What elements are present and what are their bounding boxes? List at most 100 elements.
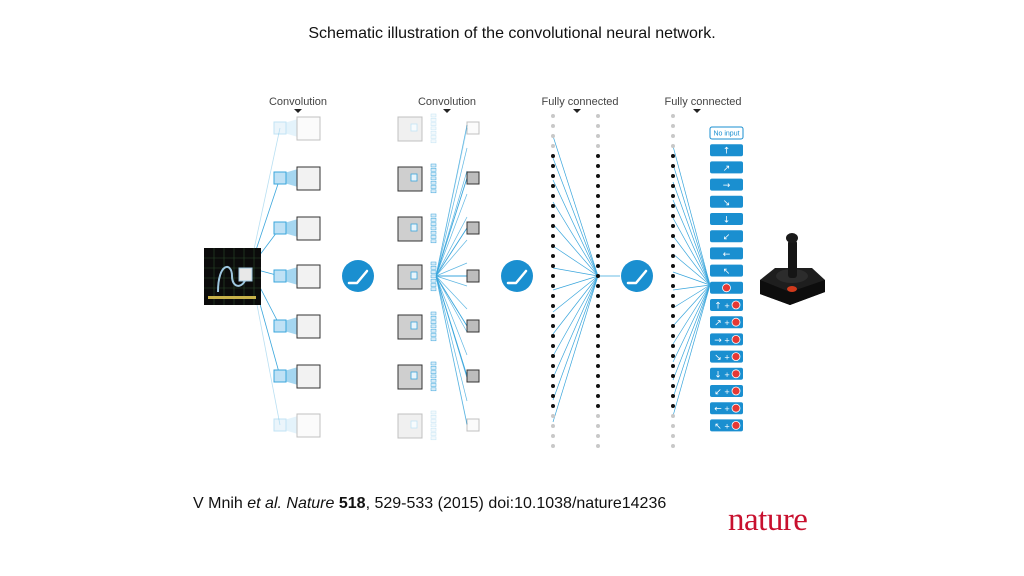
connection-line	[249, 127, 281, 269]
filter-stack	[430, 239, 437, 244]
neuron	[671, 204, 675, 208]
chevron-down-icon	[294, 109, 302, 113]
neuron	[671, 394, 675, 398]
neuron	[551, 134, 555, 138]
filter-stack	[430, 436, 437, 441]
neuron	[551, 274, 555, 278]
feature-map	[273, 166, 321, 191]
filter-stack	[430, 311, 437, 316]
filter-stack	[430, 266, 437, 270]
neuron	[596, 354, 600, 358]
direction-arrow-icon: ↑	[723, 147, 731, 157]
connection-line	[435, 177, 468, 277]
joystick-icon	[760, 233, 825, 305]
connection-line	[435, 227, 468, 277]
feature-map	[273, 264, 321, 289]
action-box	[709, 126, 744, 140]
action-box	[710, 178, 743, 191]
filter-stack	[430, 387, 437, 392]
neuron	[551, 294, 555, 298]
action-button: ↓	[710, 213, 743, 226]
connection-line	[435, 275, 468, 356]
rectifier-icon	[621, 260, 653, 292]
neuron	[551, 114, 555, 118]
feature-map	[397, 113, 480, 144]
filter-stack	[430, 333, 437, 337]
neuron	[671, 244, 675, 248]
neuron	[551, 344, 555, 348]
kernel-box	[410, 271, 418, 280]
map-square	[397, 364, 423, 390]
filter-stack	[430, 427, 437, 432]
map-square-small	[466, 269, 480, 283]
neuron	[551, 154, 555, 158]
filter-stack	[430, 163, 437, 168]
filter-stack	[430, 432, 437, 436]
kernel-box	[273, 171, 287, 185]
fire-button-icon	[731, 369, 741, 379]
connection-line	[672, 181, 711, 286]
plus-icon: +	[724, 302, 730, 310]
filter-stack	[430, 320, 437, 324]
connection-line	[672, 284, 711, 399]
filter-stack	[430, 337, 437, 342]
neuron	[596, 154, 600, 158]
output-action-buttons: No input↑↗→↘↓↙←↖↑+↗+→+↘+↓+↙+←+↖+	[709, 126, 744, 432]
neuron	[551, 394, 555, 398]
neuron	[596, 434, 600, 438]
action-button: ↑	[710, 144, 743, 157]
kernel-box	[273, 319, 287, 333]
neuron	[671, 184, 675, 188]
filter-stack	[430, 324, 437, 329]
filter-stack	[430, 423, 437, 428]
label-conv1: Convolution	[269, 96, 327, 108]
plus-icon: +	[724, 371, 730, 379]
neuron	[671, 164, 675, 168]
connection-line	[435, 275, 468, 310]
map-square-small	[466, 171, 480, 185]
action-button: ↙+	[710, 385, 743, 398]
feature-map	[273, 364, 321, 389]
filter-stack	[430, 168, 437, 172]
fire-button-icon	[731, 403, 741, 413]
neuron	[671, 314, 675, 318]
action-button: ↘	[710, 195, 743, 208]
rectifier-icon	[342, 260, 374, 292]
map-square	[397, 264, 423, 290]
neuron	[596, 254, 600, 258]
neuron	[596, 384, 600, 388]
action-button: ↖	[710, 264, 743, 277]
direction-arrow-icon: ↗	[714, 319, 722, 329]
action-button: ←+	[710, 402, 743, 415]
connection-line	[552, 275, 599, 335]
kernel-box	[410, 173, 418, 182]
neuron	[551, 314, 555, 318]
neuron	[551, 204, 555, 208]
conv2-feature-maps	[397, 113, 480, 441]
neuron	[671, 144, 675, 148]
neuron	[671, 194, 675, 198]
connection-line	[435, 275, 468, 287]
neuron	[596, 264, 600, 268]
filter-stack	[430, 261, 437, 266]
neuron	[596, 374, 600, 378]
neuron	[596, 234, 600, 238]
neuron	[596, 244, 600, 248]
neuron	[596, 314, 600, 318]
fire-button-icon	[731, 386, 741, 396]
map-square	[296, 314, 321, 339]
neuron	[671, 334, 675, 338]
feature-map	[397, 410, 480, 441]
neuron	[551, 254, 555, 258]
filter-stack	[430, 278, 437, 283]
connection-line	[435, 275, 468, 425]
action-box	[710, 264, 743, 277]
filter-stack	[430, 113, 437, 118]
filter-stack	[430, 316, 437, 320]
neuron	[671, 294, 675, 298]
connection-line	[435, 262, 468, 277]
neuron	[596, 294, 600, 298]
neuron	[551, 304, 555, 308]
filter-stack	[430, 222, 437, 226]
feature-map	[397, 261, 480, 292]
